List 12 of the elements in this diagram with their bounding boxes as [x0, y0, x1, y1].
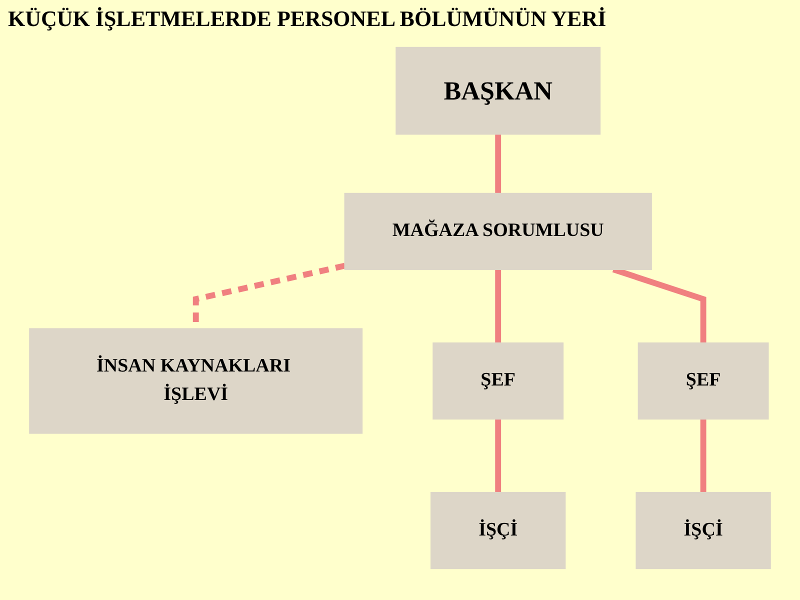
connector — [495, 418, 502, 493]
connector — [700, 418, 706, 493]
node-box: BAŞKAN — [396, 46, 601, 135]
node-box: İNSAN KAYNAKLARI İŞLEVİ — [29, 328, 363, 434]
node-box: ŞEF — [638, 342, 769, 420]
node-box: ŞEF — [432, 342, 564, 420]
node-box: İŞÇİ — [636, 492, 771, 570]
connector — [495, 269, 502, 343]
node-box: MAĞAZA SORUMLUSU — [344, 192, 652, 270]
node-box: İŞÇİ — [430, 492, 566, 570]
connector — [495, 134, 502, 194]
diagram-title: KÜÇÜK İŞLETMELERDE PERSONEL BÖLÜMÜNÜN YERİ — [8, 6, 608, 32]
